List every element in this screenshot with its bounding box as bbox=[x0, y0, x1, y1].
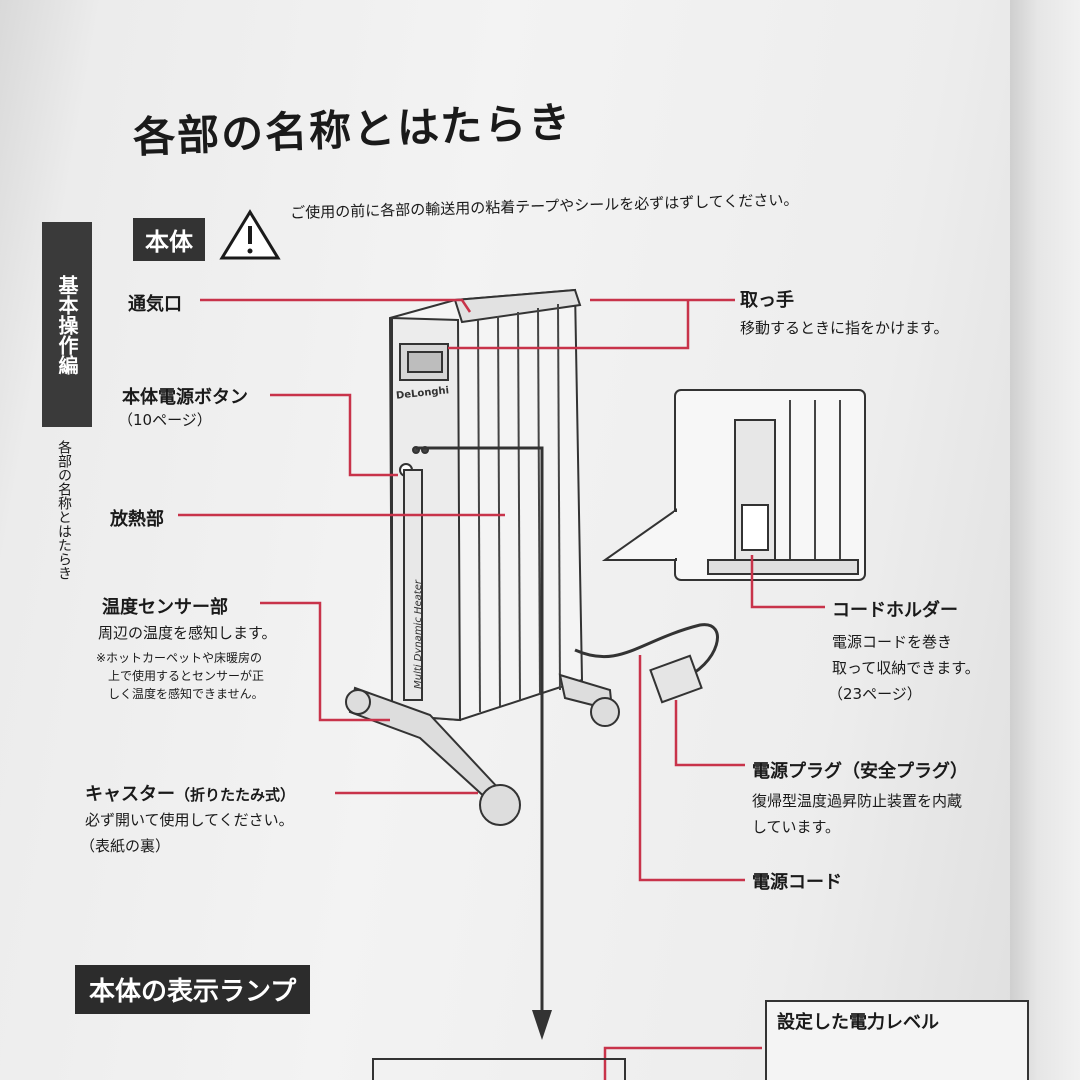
caster-feet bbox=[345, 673, 620, 826]
heater-model-text: Multi Dynamic Heater bbox=[413, 580, 424, 689]
label-plug: 電源プラグ（安全プラグ） bbox=[752, 761, 968, 782]
power-level-box: 設定した電力レベル bbox=[765, 1000, 1029, 1080]
warning-icon bbox=[219, 209, 281, 260]
leader-lines bbox=[178, 298, 825, 1080]
label-power-cord: 電源コード bbox=[752, 872, 842, 893]
cord-holder-desc-2: 取って収納できます。 bbox=[832, 659, 980, 677]
label-radiator: 放熱部 bbox=[110, 509, 164, 530]
label-power-button: 本体電源ボタン bbox=[122, 387, 248, 408]
caster-ref: （表紙の裏） bbox=[80, 837, 171, 855]
label-caster: キャスター bbox=[85, 784, 175, 805]
label-caster-group: キャスター（折りたたみ式） bbox=[85, 780, 295, 806]
power-cord-line bbox=[574, 623, 719, 682]
cord-holder-ref: （23ページ） bbox=[828, 685, 922, 703]
label-caster-suffix: （折りたたみ式） bbox=[175, 786, 296, 804]
heater-body bbox=[388, 288, 584, 722]
cord-holder-inset bbox=[601, 389, 866, 581]
temp-sensor-desc: 周辺の温度を感知します。 bbox=[98, 624, 277, 642]
section-tag-body: 本体 bbox=[133, 218, 205, 261]
handle-desc: 移動するときに指をかけます。 bbox=[740, 319, 949, 337]
temp-sensor-note-3: しく温度を感知できません。 bbox=[108, 687, 264, 701]
plug-desc-1: 復帰型温度過昇防止装置を内蔵 bbox=[752, 792, 963, 810]
plug-shape bbox=[649, 654, 703, 704]
sidebar-section-name: 各部の名称とはたらき bbox=[56, 440, 72, 580]
cord-holder-desc-1: 電源コードを巻き bbox=[832, 633, 953, 651]
section-tag-lamp: 本体の表示ランプ bbox=[75, 965, 311, 1014]
label-handle: 取っ手 bbox=[740, 290, 794, 311]
next-page-edge bbox=[1010, 0, 1080, 1080]
temp-sensor-note-1: ※ホットカーペットや床暖房の bbox=[96, 651, 263, 665]
temp-sensor-note-2: 上で使用するとセンサーが正 bbox=[108, 669, 265, 683]
lamp-arrow bbox=[416, 446, 552, 1040]
label-vent: 通気口 bbox=[128, 294, 182, 315]
label-cord-holder: コードホルダー bbox=[832, 600, 958, 621]
caster-desc: 必ず開いて使用してください。 bbox=[85, 811, 294, 829]
label-power-level: 設定した電力レベル bbox=[777, 1012, 939, 1033]
label-temp-sensor: 温度センサー部 bbox=[102, 597, 228, 618]
power-button-ref: （10ページ） bbox=[118, 411, 212, 429]
sidebar-tab: 基本操作編 bbox=[42, 222, 92, 427]
lamp-panel-box bbox=[372, 1058, 626, 1080]
plug-desc-2: しています。 bbox=[752, 818, 841, 836]
